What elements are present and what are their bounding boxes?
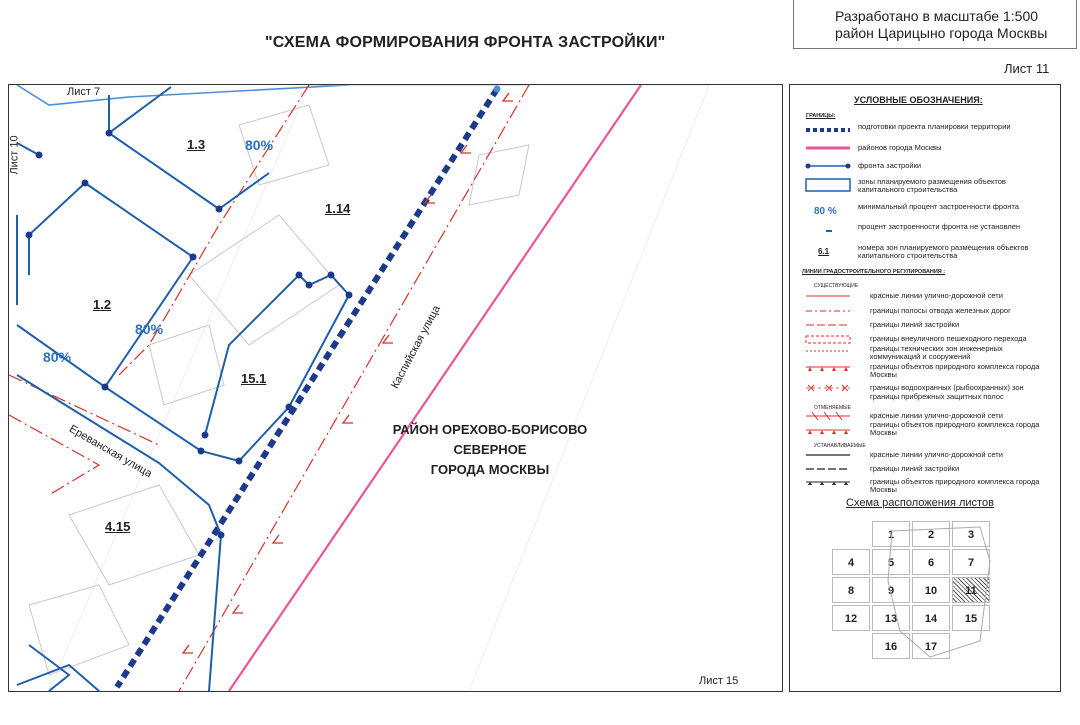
legend-existing-item: границы прибрежных защитных полос [870, 392, 1004, 401]
legend-percent-sample: 80 % [814, 206, 837, 217]
legend-item-zones: зоны планируемого размещения объектов ка… [858, 177, 1006, 194]
front-percent-label: 80% [135, 321, 164, 337]
background-blocks [28, 85, 710, 691]
sheet-cell[interactable]: 10 [912, 577, 950, 603]
legend-cancelled-heading: ОТМЕНЯЕМЫЕ [814, 405, 851, 411]
sheet-cell[interactable]: 15 [952, 605, 990, 631]
sheet-ref-bottom: Лист 15 [699, 675, 739, 687]
map-canvas[interactable]: Лист 7 Лист 10 Лист 15 1.3 1.14 1.2 15.1… [8, 84, 783, 692]
sheet-cell[interactable]: 12 [832, 605, 870, 631]
legend-item-min-percent: минимальный процент застроенности фронта [858, 202, 1019, 211]
district-caption: район Царицыно города Москвы [835, 25, 1048, 41]
legend-established-item: границы объектов природного комплекса го… [870, 477, 1040, 494]
legend-borders-heading: ГРАНИЦЫ: [806, 113, 836, 119]
district-name-line: РАЙОН ОРЕХОВО-БОРИСОВО [392, 422, 588, 437]
legend-symbols [805, 128, 851, 485]
sheet-layout-grid: 1 2 3 4 5 6 7 8 9 10 11 12 13 14 15 16 1… [830, 521, 1030, 671]
sheet-cell[interactable]: 17 [912, 633, 950, 659]
legend-regulation-heading: ЛИНИИ ГРАДОСТРОИТЕЛЬНОГО РЕГУЛИРОВАНИЯ : [802, 269, 946, 275]
legend-item-district-border: районов города Москвы [858, 143, 942, 152]
top-road-line [16, 85, 350, 106]
red-arrow-marks [181, 92, 513, 654]
zone-label: 4.15 [105, 519, 131, 534]
legend-zone-number-sample: 6.1 [818, 247, 830, 256]
district-boundary-line [228, 85, 642, 691]
sheet-ref-top: Лист 7 [67, 86, 101, 98]
legend-existing-item: границы полосы отвода железных дорог [870, 306, 1011, 315]
scale-info-box [793, 0, 1077, 49]
legend-existing-item: границы объектов природного комплекса го… [870, 362, 1040, 379]
sheet-cell[interactable]: 2 [912, 521, 950, 547]
sheet-cell[interactable]: 14 [912, 605, 950, 631]
front-percent-label: 80% [245, 137, 274, 153]
planning-boundary-line [114, 87, 500, 689]
scale-text: Разработано в масштабе 1:500 [835, 8, 1039, 24]
map-drawing [9, 85, 710, 691]
front-lines [16, 86, 351, 691]
zone-label: 1.14 [325, 201, 351, 216]
legend-established-item: границы линий застройки [870, 464, 960, 473]
map-title: "СХЕМА ФОРМИРОВАНИЯ ФРОНТА ЗАСТРОЙКИ" [265, 34, 666, 51]
legend-item-front: фронта застройки [858, 161, 922, 170]
legend-existing-item: границы линий застройки [870, 320, 960, 329]
legend-item-planning-border: подготовки проекта планировки территории [858, 122, 1011, 131]
legend-cancelled-item: красные линии улично-дорожной сети [870, 411, 1003, 420]
sheet-number: Лист 11 [1004, 61, 1050, 76]
legend-item-no-percent: процент застроенности фронта не установл… [858, 222, 1021, 231]
legend-established-item: красные линии улично-дорожной сети [870, 450, 1003, 459]
sheet-cell-current[interactable]: 11 [952, 577, 990, 603]
district-name-block: РАЙОН ОРЕХОВО-БОРИСОВО СЕВЕРНОЕ ГОРОДА М… [380, 420, 600, 480]
sheet-grid-outline [887, 526, 991, 658]
front-nodes [25, 85, 501, 539]
legend-existing-item: границы внеуличного пешеходного перехода [870, 334, 1027, 343]
legend-existing-item: границы водоохранных (рыбоохранных) зон [870, 383, 1024, 392]
legend-item-zone-numbers: номера зон планируемого размещения объек… [858, 243, 1029, 260]
legend-cancelled-item: границы объектов природного комплекса го… [870, 420, 1040, 437]
sheet-ref-left: Лист 10 [8, 135, 21, 175]
red-lines [9, 85, 530, 691]
legend-existing-heading: СУЩЕСТВУЮЩИЕ [814, 283, 859, 289]
legend-established-heading: УСТАНАВЛИВАЕМЫЕ [814, 443, 866, 449]
sheet-grid-title: Схема расположения листов [846, 497, 994, 509]
zone-label: 1.2 [93, 297, 112, 312]
legend-existing-item: границы технических зон инженерных комму… [870, 344, 1003, 361]
district-name-line: СЕВЕРНОЕ [453, 442, 527, 457]
sheet-cell[interactable]: 3 [952, 521, 990, 547]
sheet-cell[interactable]: 8 [832, 577, 870, 603]
sheet-cell[interactable]: 4 [832, 549, 870, 575]
zone-label: 15.1 [241, 371, 267, 386]
sheet-cell[interactable]: 9 [872, 577, 910, 603]
sheet-cell[interactable]: 16 [872, 633, 910, 659]
zone-label: 1.3 [187, 137, 206, 152]
sheet-cell[interactable]: 13 [872, 605, 910, 631]
legend-existing-item: красные линии улично-дорожной сети [870, 291, 1003, 300]
sheet-cell[interactable]: 6 [912, 549, 950, 575]
district-name-line: ГОРОДА МОСКВЫ [430, 462, 550, 477]
legend-title: УСЛОВНЫЕ ОБОЗНАЧЕНИЯ: [854, 95, 983, 105]
legend-panel: УСЛОВНЫЕ ОБОЗНАЧЕНИЯ: ГРАНИЦЫ: подготовк… [789, 84, 1061, 692]
front-percent-label: 80% [43, 349, 72, 365]
